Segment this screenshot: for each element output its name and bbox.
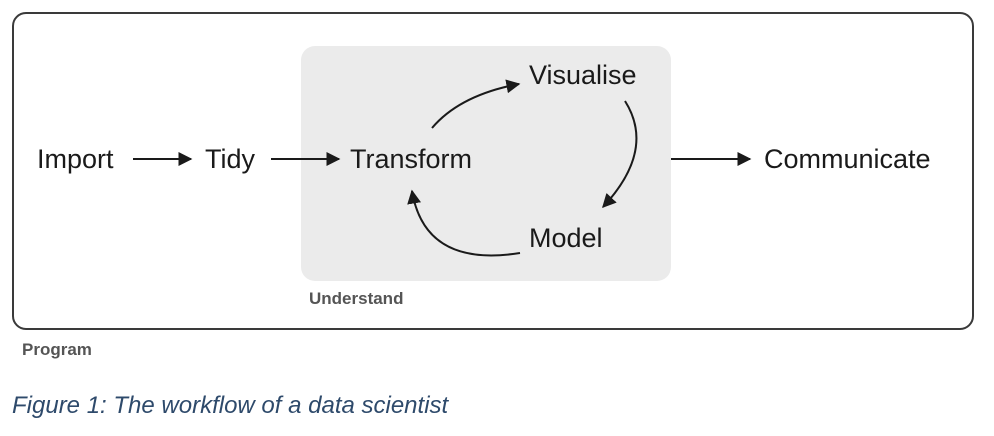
- node-model: Model: [529, 223, 603, 253]
- program-label: Program: [22, 340, 92, 359]
- figure-caption: Figure 1: The workflow of a data scienti…: [12, 392, 449, 419]
- node-communicate: Communicate: [764, 144, 931, 174]
- node-visualise: Visualise: [529, 60, 637, 90]
- node-tidy: Tidy: [205, 144, 256, 174]
- arrow-transform-to-visualise: [431, 79, 521, 129]
- arrow-visualise-to-model: [602, 100, 638, 209]
- understand-box: [301, 46, 671, 281]
- arrow-model-to-transform: [407, 189, 521, 257]
- understand-label: Understand: [309, 289, 404, 308]
- node-transform: Transform: [350, 144, 473, 174]
- node-import: Import: [37, 144, 114, 174]
